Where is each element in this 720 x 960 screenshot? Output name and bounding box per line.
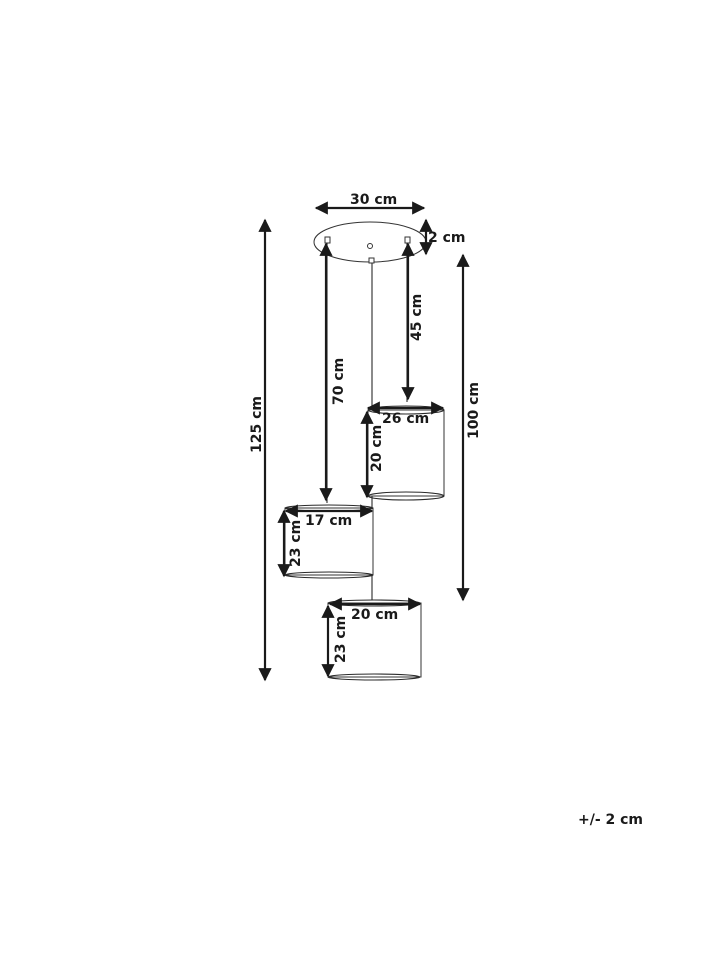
drop-height-label: 100 cm xyxy=(466,382,482,439)
ceiling-canopy xyxy=(313,221,427,264)
shade-bottom-height-label: 23 cm xyxy=(333,616,349,663)
canopy-width-label: 30 cm xyxy=(350,192,397,208)
total-height-label: 125 cm xyxy=(249,396,265,453)
cord-long-label: 70 cm xyxy=(331,358,347,405)
tolerance-note: +/- 2 cm xyxy=(577,812,643,828)
shade-left-width-label: 17 cm xyxy=(305,513,352,529)
shade-left-height-label: 23 cm xyxy=(288,520,304,567)
canopy-height-label: 2 cm xyxy=(428,230,466,246)
cord-short-label: 45 cm xyxy=(409,294,425,341)
shade-top-width-label: 26 cm xyxy=(382,411,429,427)
shade-bottom-width-label: 20 cm xyxy=(351,607,398,623)
shade-top-height-label: 20 cm xyxy=(369,425,385,472)
